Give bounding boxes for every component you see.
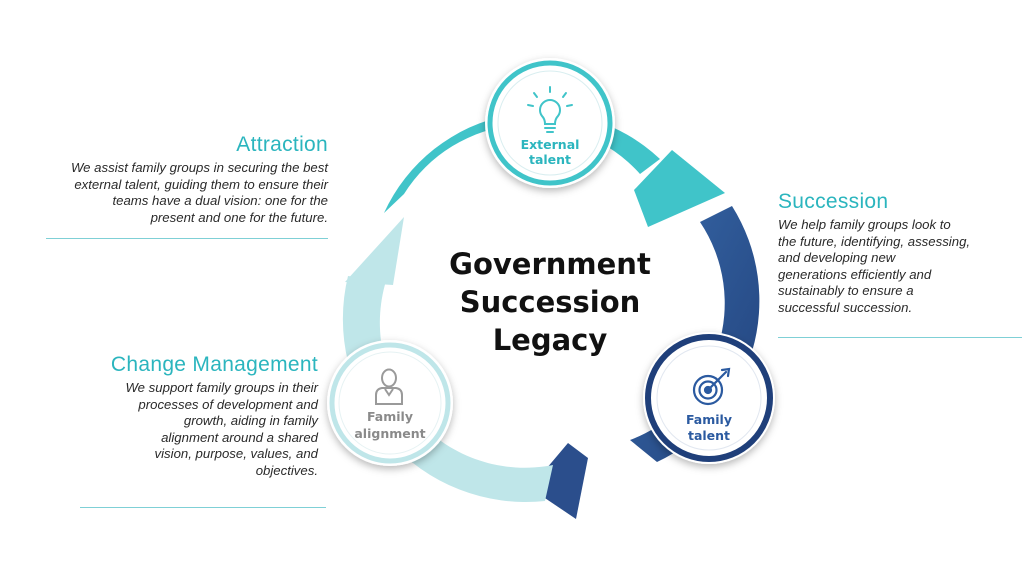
center-title-line-2: Succession — [459, 285, 641, 319]
change-management-section: Change Management We support family grou… — [60, 353, 318, 479]
attraction-line: present and one for the future. — [150, 209, 328, 225]
change-management-description: We support family groups in their proces… — [60, 380, 318, 479]
center-title: Government Succession Legacy — [430, 245, 670, 359]
family-talent-label-2: talent — [688, 428, 730, 443]
external-talent-label-2: talent — [529, 152, 571, 167]
succession-line: We help family groups look to — [778, 217, 951, 233]
change-management-title: Change Management — [110, 353, 318, 376]
succession-section: Succession We help family groups look to… — [778, 190, 1018, 316]
attraction-divider — [46, 238, 328, 239]
external-talent-node: External talent — [485, 58, 615, 188]
person-icon — [375, 368, 403, 405]
attraction-line: We assist family groups in securing the … — [70, 160, 328, 176]
succession-divider — [778, 337, 1022, 338]
external-talent-label-1: External — [521, 137, 580, 152]
target-icon — [692, 367, 731, 406]
change-management-line: We support family groups in their — [125, 380, 318, 396]
lightbulb-icon — [527, 86, 573, 133]
attraction-section: Attraction We assist family groups in se… — [8, 133, 328, 226]
family-talent-label-1: Family — [686, 412, 732, 427]
succession-arrowhead — [530, 443, 588, 519]
family-alignment-label-1: Family — [367, 409, 413, 424]
attraction-description: We assist family groups in securing the … — [8, 160, 328, 226]
attraction-arrowhead — [634, 150, 725, 227]
succession-description: We help family groups look to the future… — [778, 217, 1018, 316]
change-management-line: objectives. — [255, 462, 318, 478]
attraction-line: teams have a dual vision: one for the — [112, 193, 328, 209]
succession-line: sustainably to ensure a — [778, 283, 914, 299]
family-talent-node: Family talent — [643, 332, 775, 464]
succession-line: successful succession. — [778, 299, 913, 315]
succession-title: Succession — [778, 190, 889, 213]
center-title-line-3: Legacy — [492, 323, 608, 357]
change-management-line: processes of development and — [138, 396, 318, 412]
change-arrowhead — [345, 217, 404, 285]
family-alignment-node: Family alignment — [327, 340, 453, 466]
change-management-line: growth, aiding in family — [183, 413, 318, 429]
change-management-divider — [80, 507, 326, 508]
attraction-line: external talent, guiding them to ensure … — [74, 176, 328, 192]
center-title-line-1: Government — [449, 247, 651, 281]
succession-line: generations efficiently and — [778, 266, 932, 282]
succession-line: and developing new — [778, 250, 896, 266]
family-alignment-label-2: alignment — [354, 426, 425, 441]
succession-line: the future, identifying, assessing, — [778, 233, 971, 249]
change-management-line: alignment around a shared — [161, 429, 318, 445]
attraction-title: Attraction — [236, 133, 328, 156]
change-management-line: vision, purpose, values, and — [154, 446, 318, 462]
